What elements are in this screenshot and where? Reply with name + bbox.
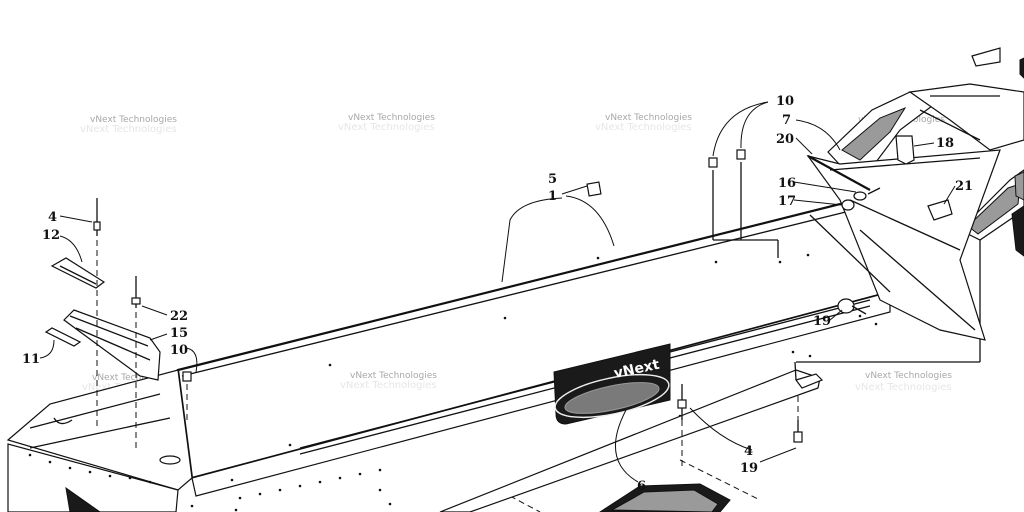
rivets <box>28 253 878 512</box>
rear-flap-part-20 <box>806 149 1001 341</box>
watermark: vNext Technologies <box>855 382 952 393</box>
watermark: vNext Technologies <box>350 371 437 381</box>
callout-5: 5 <box>548 172 557 187</box>
fasteners <box>93 135 953 470</box>
callout-6: 6 <box>637 479 646 494</box>
callout-15: 15 <box>170 326 188 341</box>
tunnel-part-1 <box>6 194 892 512</box>
watermark: vNext Technologies <box>340 380 437 391</box>
callout-16: 16 <box>778 176 796 191</box>
callouts: 5 1 4 12 22 15 10 11 6 4 19 19 10 7 20 1… <box>22 94 973 494</box>
callout-20: 20 <box>776 132 794 147</box>
watermark: vNext Technologies <box>865 371 952 381</box>
callout-4: 4 <box>744 444 753 459</box>
callout-1: 1 <box>548 189 557 204</box>
leader-lines <box>39 101 956 483</box>
watermark: vNext Technologies <box>348 113 435 123</box>
callout-12: 12 <box>42 228 60 243</box>
bracket-part-15 <box>63 309 161 381</box>
strip-part-11 <box>44 327 82 347</box>
decal-part-6: vNext <box>553 343 671 425</box>
callout-7: 7 <box>782 113 791 128</box>
callout-10: 10 <box>170 343 188 358</box>
seat-handle-assembly <box>827 47 1024 257</box>
watermark: vNext Technologies <box>338 122 435 133</box>
track-fragment <box>599 483 731 512</box>
callout-11: 11 <box>22 352 40 367</box>
watermark: vNext Technologies <box>605 113 692 123</box>
callout-21: 21 <box>955 179 973 194</box>
watermarks: vNext Technologies vNext Technologies vN… <box>80 113 952 393</box>
watermark: vNext Technologies <box>80 124 177 135</box>
callout-4: 4 <box>48 210 57 225</box>
callout-10: 10 <box>776 94 794 109</box>
watermark: vNext Technologies <box>595 122 692 133</box>
callout-18: 18 <box>936 136 954 151</box>
callout-22: 22 <box>170 309 188 324</box>
callout-19: 19 <box>813 314 831 329</box>
strap-part-12 <box>50 257 106 289</box>
callout-19: 19 <box>740 461 758 476</box>
watermark: vNext Technologies <box>90 115 177 125</box>
callout-17: 17 <box>778 194 796 209</box>
